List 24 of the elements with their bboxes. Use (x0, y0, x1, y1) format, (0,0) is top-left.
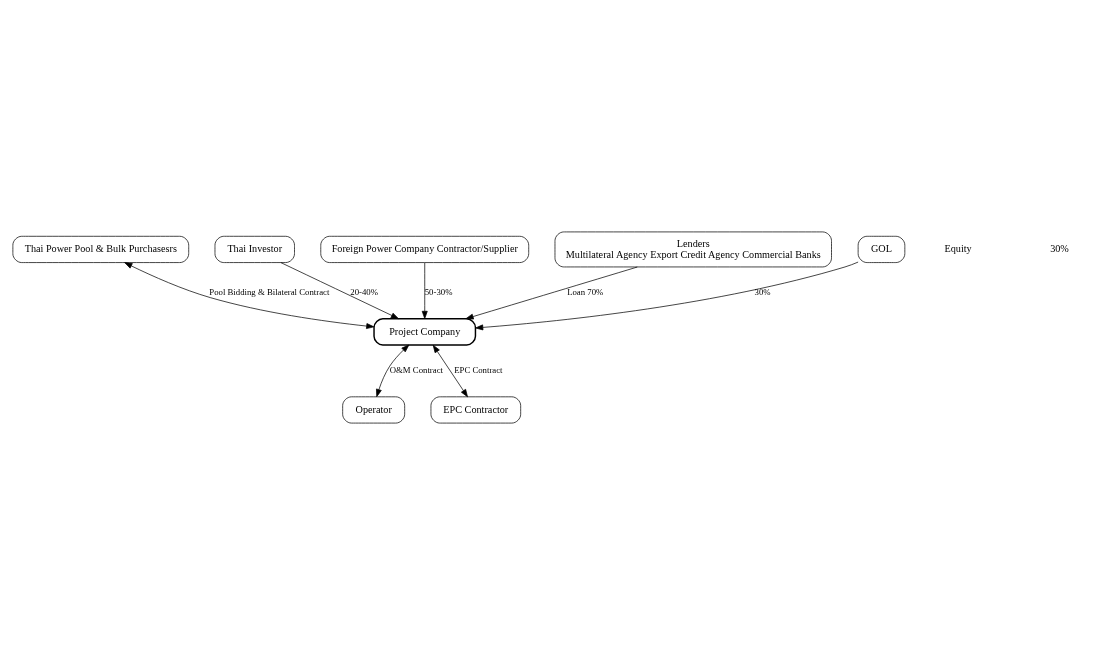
node-box: Thai Power Pool & Bulk Purchasesrs (12, 235, 190, 263)
node-box: GOL (857, 235, 906, 263)
node-box: EPC Contractor (430, 395, 522, 423)
node-box: Foreign Power Company Contractor/Supplier (320, 235, 530, 263)
arrow (124, 261, 375, 329)
node-box: Operator (342, 395, 406, 423)
arrow (465, 266, 638, 319)
node-box: Project Company (373, 317, 477, 346)
node-box: Thai Investor (214, 235, 295, 263)
edge-label: EPC Contract (454, 364, 503, 375)
arrow (280, 261, 399, 319)
arrow (376, 344, 410, 397)
edge-label: Loan 70% (567, 286, 604, 297)
edge-label: Pool Bidding & Bilateral Contract (209, 286, 330, 297)
node-box: Lenders Multilateral Agency Export Credit Agency Commercial Banks (554, 231, 832, 267)
arrow (421, 261, 428, 319)
arrow (475, 261, 859, 330)
edge-label: 20-40% (350, 286, 379, 297)
edge-label: O&M Contract (389, 364, 443, 375)
edge-label: 50-30% (424, 286, 453, 297)
label: Equity (944, 242, 972, 254)
label: 30% (1050, 242, 1069, 254)
arrow (432, 344, 468, 397)
edge-label: 30% (754, 286, 771, 297)
